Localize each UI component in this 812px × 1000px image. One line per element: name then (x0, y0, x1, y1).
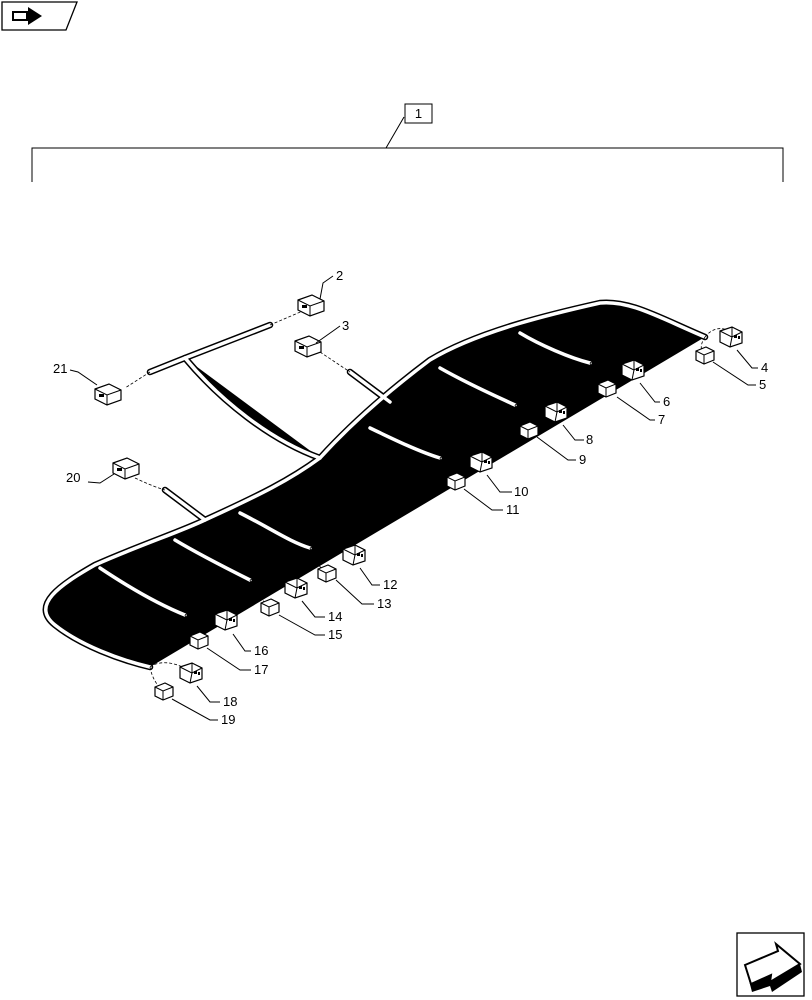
callout-13[interactable]: 13 (377, 596, 391, 611)
callout-18[interactable]: 18 (223, 694, 237, 709)
callout-6[interactable]: 6 (663, 394, 670, 409)
connector-17 (189, 631, 209, 650)
callout-5[interactable]: 5 (759, 377, 766, 392)
next-page-arrow-icon (743, 941, 802, 992)
connector-5 (695, 346, 715, 365)
next-page-button[interactable] (736, 932, 805, 997)
previous-page-button[interactable] (1, 1, 78, 31)
connector-7 (597, 379, 617, 398)
assembly-bracket (31, 116, 784, 182)
connector-19 (154, 682, 174, 701)
connector-12 (342, 544, 366, 566)
connector-21 (94, 383, 122, 406)
callout-1[interactable]: 1 (404, 103, 433, 124)
connector-4 (719, 326, 743, 348)
callout-11[interactable]: 11 (506, 502, 520, 517)
connector-15 (260, 598, 280, 617)
callout-19[interactable]: 19 (221, 712, 235, 727)
connector-13 (317, 564, 337, 583)
callout-leaders (69, 275, 758, 721)
connector-16 (214, 609, 238, 631)
connector-14 (284, 577, 308, 599)
callout-21[interactable]: 21 (53, 361, 67, 376)
callout-14[interactable]: 14 (328, 609, 342, 624)
callout-17[interactable]: 17 (254, 662, 268, 677)
callout-8[interactable]: 8 (586, 432, 593, 447)
svg-text:1: 1 (415, 106, 422, 121)
callout-2[interactable]: 2 (336, 268, 343, 283)
callout-15[interactable]: 15 (328, 627, 342, 642)
harness-trunk (45, 302, 705, 667)
connector-3 (294, 335, 322, 358)
callout-20[interactable]: 20 (66, 470, 80, 485)
callout-9[interactable]: 9 (579, 452, 586, 467)
connector-9 (519, 421, 539, 440)
connector-6 (621, 359, 645, 381)
callout-12[interactable]: 12 (383, 577, 397, 592)
previous-page-arrow-icon (12, 7, 42, 25)
callout-labels: 2 3 4 5 6 7 8 9 10 11 12 13 14 15 16 17 … (53, 268, 768, 727)
callout-10[interactable]: 10 (514, 484, 528, 499)
callout-3[interactable]: 3 (342, 318, 349, 333)
connector-10 (469, 451, 493, 473)
connector-18 (179, 662, 203, 684)
callout-4[interactable]: 4 (761, 360, 768, 375)
callout-16[interactable]: 16 (254, 643, 268, 658)
connector-8 (544, 401, 568, 423)
connector-20 (112, 457, 140, 480)
callout-7[interactable]: 7 (658, 412, 665, 427)
connector-11 (446, 472, 466, 491)
